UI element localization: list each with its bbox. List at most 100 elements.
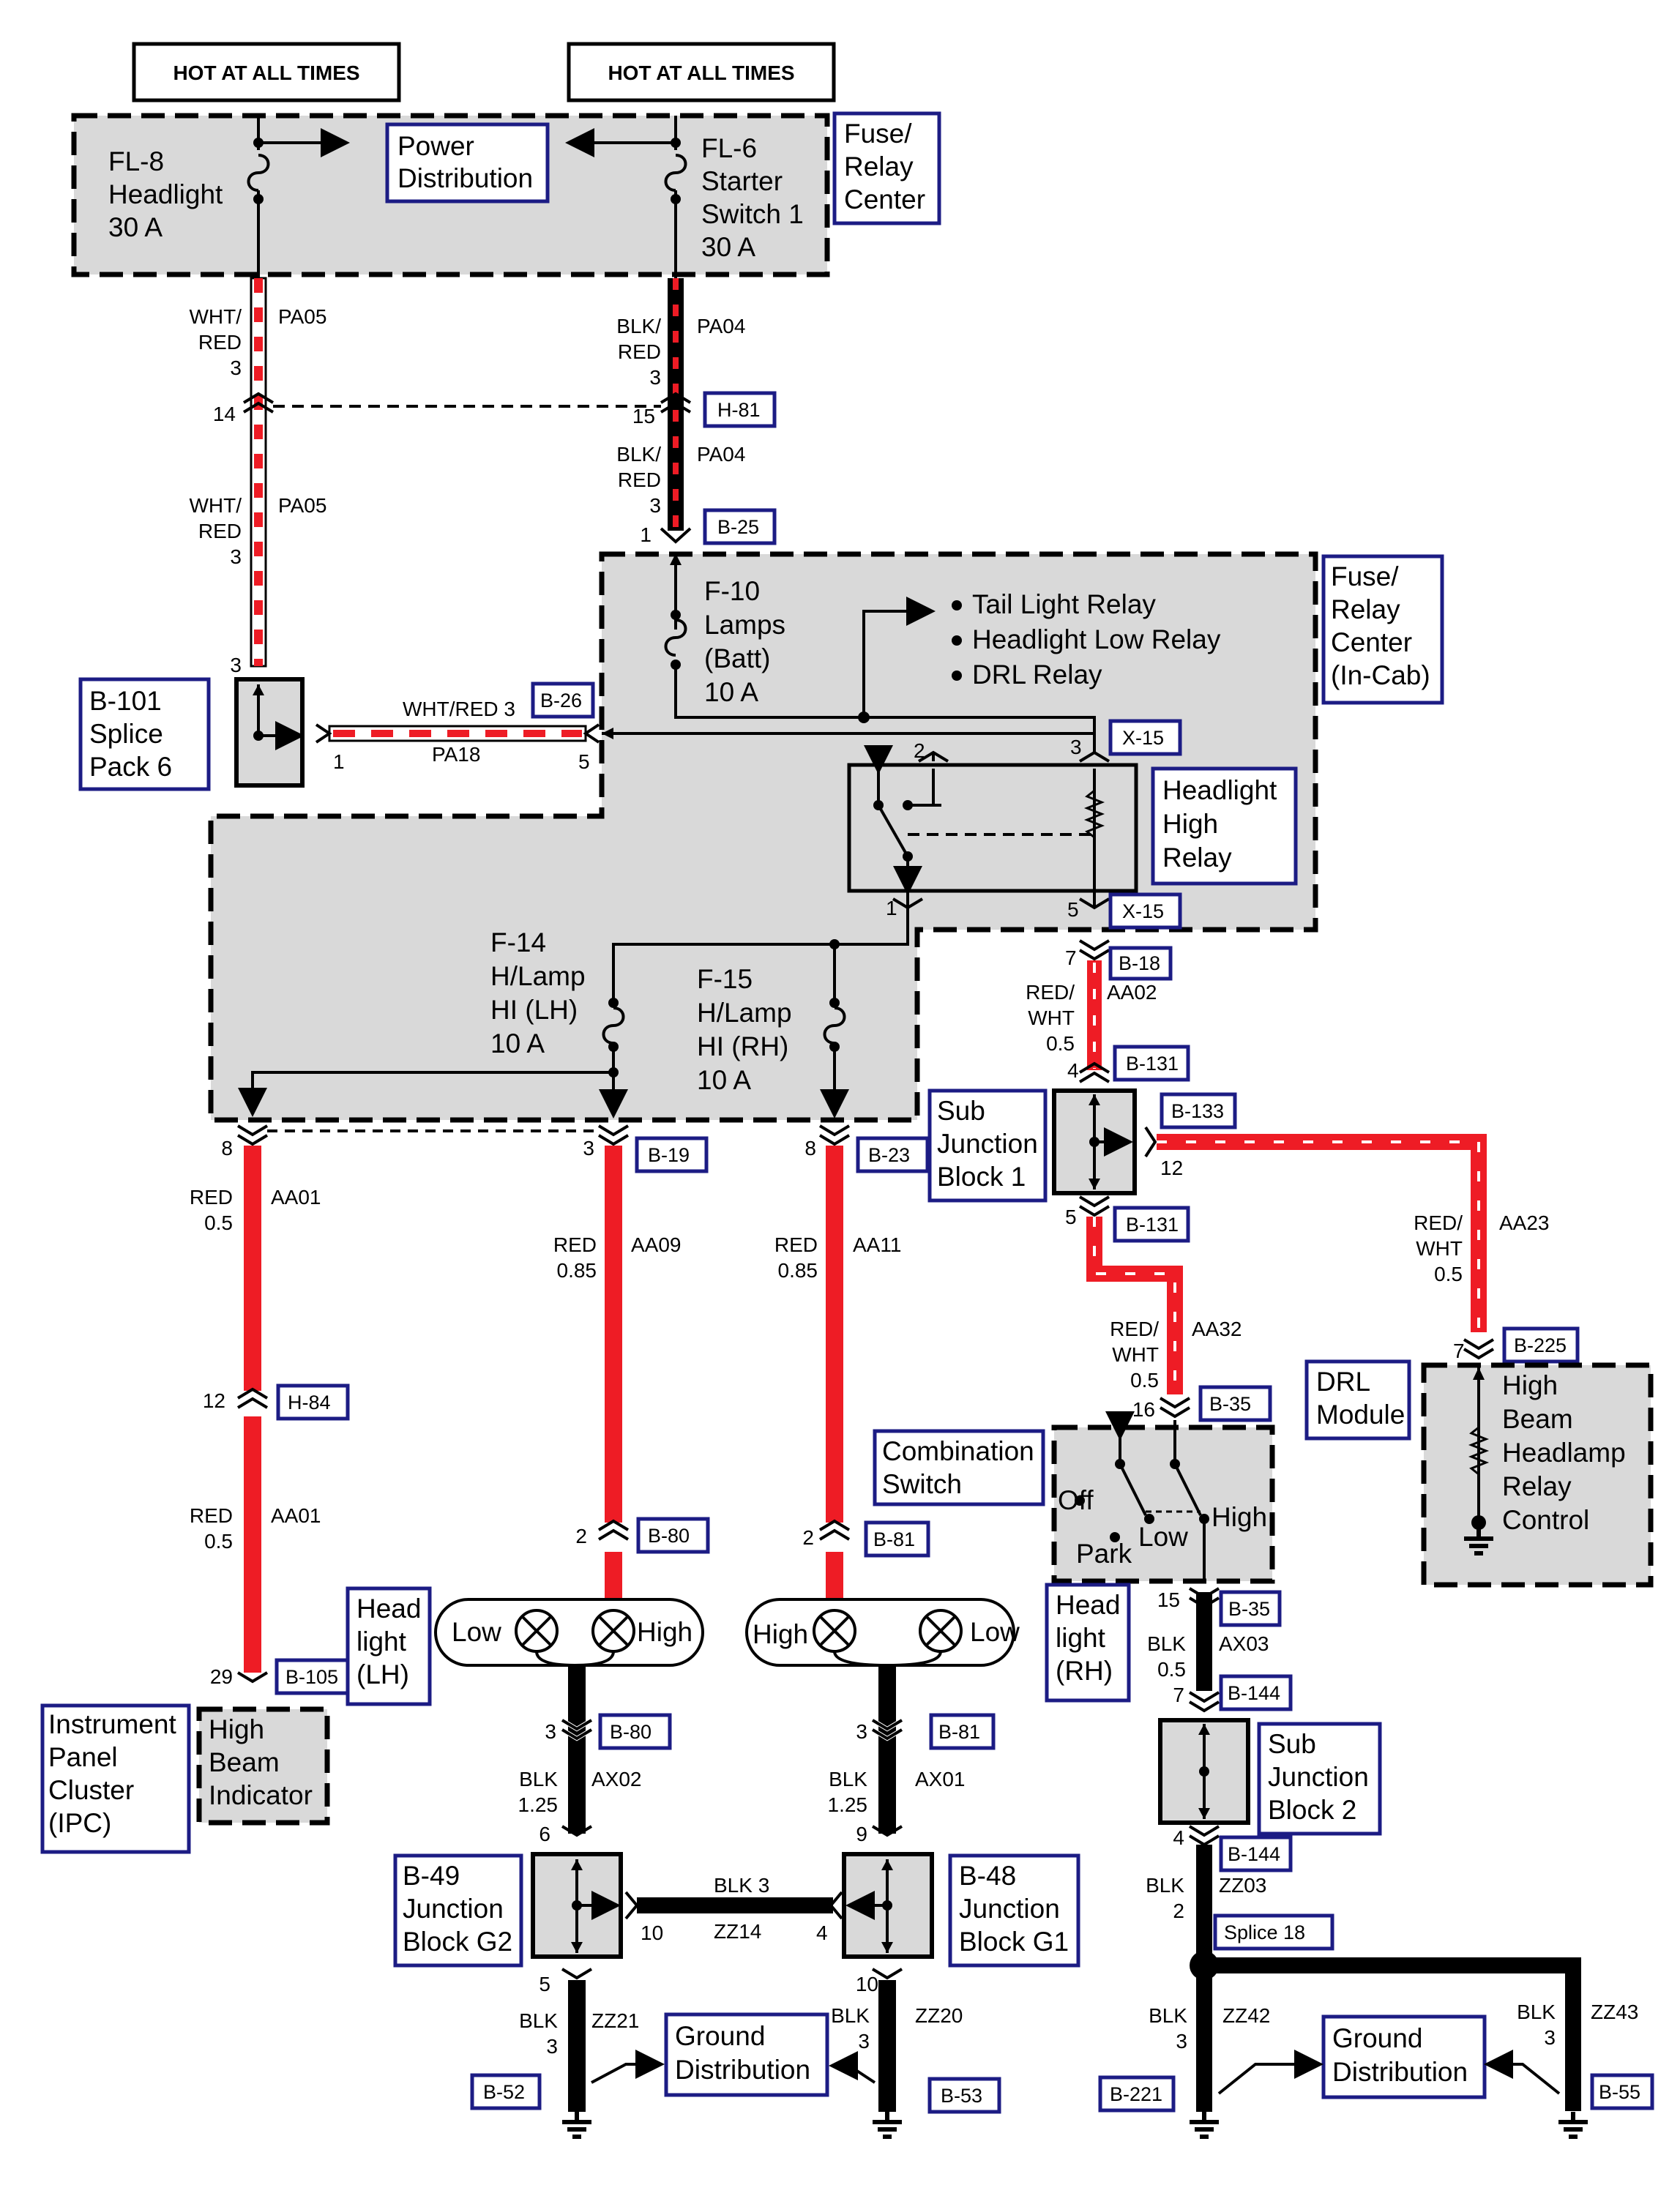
connector-b81-top: B-81 [864, 1520, 930, 1558]
drl-module-label: DRL Module [1304, 1359, 1411, 1441]
svg-text:B-133: B-133 [1171, 1100, 1224, 1122]
wire-pa05 [250, 277, 267, 668]
svg-text:B-19: B-19 [648, 1144, 690, 1166]
connector-b144-bottom: B-144 [1219, 1835, 1293, 1872]
svg-text:RED: RED [198, 520, 242, 542]
svg-text:Sub: Sub [937, 1096, 985, 1126]
svg-text:FL-6: FL-6 [701, 133, 757, 163]
svg-text:ZZ42: ZZ42 [1222, 2004, 1270, 2027]
svg-text:3: 3 [856, 1720, 867, 1743]
svg-text:Headlamp: Headlamp [1502, 1438, 1626, 1468]
connector-b53: B-53 [927, 2077, 1001, 2114]
svg-text:30 A: 30 A [701, 232, 755, 262]
svg-text:WHT: WHT [1028, 1006, 1075, 1029]
svg-text:12: 12 [1160, 1157, 1183, 1179]
wire-zz43 [1565, 1957, 1581, 2111]
f15-label: F-15 H/Lamp HI (RH) 10 A [697, 964, 792, 1095]
svg-text:2: 2 [914, 739, 925, 762]
svg-text:HI (RH): HI (RH) [697, 1031, 788, 1061]
svg-text:B-52: B-52 [483, 2081, 525, 2103]
connector-b225: B-225 [1502, 1326, 1580, 1364]
svg-text:Relay: Relay [1502, 1471, 1572, 1501]
wire-zz42 [1196, 1965, 1212, 2112]
svg-text:AA11: AA11 [853, 1233, 901, 1256]
svg-text:8: 8 [804, 1137, 816, 1159]
splice-pack-label: B-101 Splice Pack 6 [78, 677, 211, 791]
hot-label-left: HOT AT ALL TIMES [132, 42, 401, 102]
svg-text:RED: RED [774, 1233, 818, 1256]
high-beam-indicator-housing [196, 1706, 330, 1826]
sub-junction-2-label: Sub Junction Block 2 [1257, 1722, 1382, 1836]
svg-text:Head: Head [356, 1594, 421, 1624]
svg-text:BLK/: BLK/ [616, 315, 661, 337]
pa04-label-upper: BLK/ RED 3 PA04 [616, 315, 745, 389]
svg-text:Lamps: Lamps [704, 610, 785, 640]
svg-text:light: light [1056, 1623, 1106, 1653]
aa02-label: RED/ WHT 0.5 AA02 [1026, 981, 1157, 1055]
aa23-label: RED/ WHT 0.5 AA23 [1414, 1211, 1549, 1285]
svg-text:3: 3 [545, 1720, 556, 1743]
svg-text:light: light [356, 1627, 407, 1657]
lamp-lh-low-label: Low [452, 1617, 501, 1647]
wire-zz14 [637, 1897, 833, 1913]
connector-b105: B-105 [275, 1658, 352, 1695]
jb-g2-label: B-49 Junction Block G2 [393, 1853, 523, 1968]
svg-text:3: 3 [546, 2035, 558, 2058]
svg-text:BLK: BLK [1146, 1874, 1184, 1897]
svg-text:7: 7 [1065, 946, 1077, 969]
svg-text:WHT/RED 3: WHT/RED 3 [403, 698, 515, 720]
svg-text:B-221: B-221 [1110, 2083, 1162, 2105]
svg-text:Control: Control [1502, 1505, 1589, 1535]
combination-switch-housing [1051, 1424, 1275, 1584]
connector-b131-top: B-131 [1113, 1045, 1190, 1082]
headlight-lh-label: Head light (LH) [346, 1586, 432, 1706]
svg-text:AA32: AA32 [1192, 1318, 1242, 1340]
svg-text:0.5: 0.5 [204, 1530, 233, 1553]
ax03-label: BLK 0.5 AX03 [1147, 1632, 1269, 1681]
svg-text:4: 4 [1173, 1826, 1184, 1849]
svg-text:BLK: BLK [1517, 2001, 1556, 2023]
svg-text:Junction: Junction [937, 1129, 1038, 1159]
svg-text:WHT: WHT [1416, 1237, 1463, 1260]
connector-b144-top: B-144 [1219, 1674, 1293, 1711]
svg-text:15: 15 [632, 405, 655, 427]
lamp-lh-high-label: High [637, 1617, 692, 1647]
svg-text:WHT: WHT [1112, 1343, 1159, 1366]
svg-text:5: 5 [578, 750, 590, 773]
svg-text:B-101: B-101 [89, 686, 162, 716]
svg-text:B-26: B-26 [540, 690, 582, 712]
svg-text:ZZ21: ZZ21 [591, 2009, 639, 2032]
svg-text:RED: RED [553, 1233, 597, 1256]
svg-text:BLK 3: BLK 3 [714, 1874, 769, 1897]
svg-text:5: 5 [1065, 1206, 1077, 1228]
zz43-label: BLK 3 ZZ43 [1517, 2001, 1638, 2049]
svg-text:Center: Center [1331, 627, 1412, 657]
svg-text:(Batt): (Batt) [704, 643, 770, 673]
svg-text:Headlight: Headlight [108, 179, 223, 209]
svg-text:BLK: BLK [831, 2004, 870, 2027]
svg-text:PA04: PA04 [697, 315, 745, 337]
ground-distribution-left: Ground Distribution [664, 2012, 829, 2097]
svg-text:1: 1 [886, 897, 897, 919]
power-distribution-box: Power Distribution [385, 122, 550, 203]
svg-text:4: 4 [816, 1922, 828, 1944]
svg-text:0.85: 0.85 [778, 1259, 818, 1282]
svg-text:B-80: B-80 [648, 1525, 690, 1547]
wire-aa09 [605, 1146, 622, 1523]
wire-zz20 [878, 1980, 896, 2112]
wire-pa18 [328, 725, 587, 742]
wire-aa11 [826, 1146, 843, 1523]
svg-text:H/Lamp: H/Lamp [490, 961, 586, 991]
svg-text:Switch 1: Switch 1 [701, 199, 804, 229]
connector-b221: B-221 [1098, 2075, 1176, 2113]
svg-text:Ground: Ground [1332, 2023, 1422, 2053]
svg-text:RED/: RED/ [1110, 1318, 1159, 1340]
svg-text:High: High [1162, 809, 1218, 839]
connector-b80-bottom: B-80 [598, 1713, 672, 1750]
svg-text:Junction: Junction [403, 1894, 504, 1924]
svg-text:H-81: H-81 [717, 399, 761, 421]
ax02-label: BLK 1.25 AX02 [518, 1768, 642, 1816]
wire-ax02 [568, 1665, 586, 1834]
svg-text:Power: Power [397, 131, 474, 161]
svg-text:3: 3 [1176, 2030, 1187, 2053]
